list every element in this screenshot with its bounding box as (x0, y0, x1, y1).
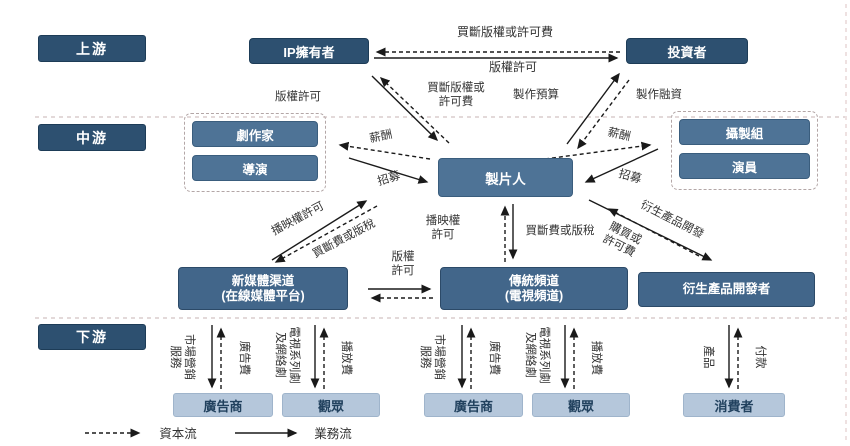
label-salary-right: 薪酬 (606, 126, 632, 144)
tier-midstream: 中游 (38, 124, 146, 151)
label-broadcast-license-diag: 播映權許可 (269, 200, 327, 238)
group-writers-directors (184, 113, 326, 192)
label-product: 產品 (702, 345, 714, 369)
label-payment: 付款 (754, 345, 766, 369)
arrow-salary-to-writers (338, 141, 431, 160)
node-new-media-channel: 新媒體渠道 (在線媒體平台) (178, 267, 348, 310)
label-production-budget: 製作預算 (513, 89, 559, 101)
label-salary-left: 薪酬 (368, 128, 394, 146)
node-audience-1: 觀眾 (282, 393, 380, 417)
node-advertiser-2: 廣告商 (424, 393, 523, 417)
node-director: 導演 (192, 155, 318, 181)
label-broadcast-license-mid: 播映權許可 (425, 215, 461, 241)
node-consumer: 消費者 (683, 393, 785, 417)
label-buyout-fee-top: 買斷版權或許可費 (456, 25, 553, 39)
tier-upstream: 上游 (38, 35, 146, 62)
node-derivative-developer: 衍生產品開發者 (638, 272, 815, 307)
label-purchase-fee: 購買或許可費 (600, 220, 644, 260)
label-buyout-fee-diag: 買斷版權或許可費 (427, 82, 485, 108)
tier-downstream: 下游 (38, 324, 146, 350)
label-buyout-royalty-mid: 買斷費或版稅 (525, 225, 595, 237)
node-actors: 演員 (679, 153, 810, 179)
label-playback-fee-1: 播放費 (340, 340, 352, 376)
legend-business-flow-label: 業務流 (314, 427, 352, 441)
label-marketing-services-2: 市場營銷服務 (419, 334, 445, 380)
label-copyright-license-bottom: 版權許可 (391, 251, 415, 277)
label-tv-web-series-1: 電視系列劇及網絡劇 (274, 326, 300, 384)
label-buyout-royalty-diag: 買斷費或版稅 (310, 217, 378, 261)
node-production-team: 攝製組 (679, 119, 810, 145)
label-tv-web-series-2: 電視系列劇及網絡劇 (524, 326, 550, 384)
label-copyright-license-top: 版權許可 (488, 60, 537, 74)
node-playwright: 劇作家 (192, 121, 318, 147)
legend-capital-flow-label: 資本流 (159, 427, 197, 441)
group-team-actors (671, 111, 818, 190)
label-playback-fee-2: 播放費 (590, 340, 602, 376)
node-investor: 投資者 (626, 38, 748, 64)
node-producer: 製片人 (438, 158, 573, 197)
label-production-financing: 製作融資 (636, 89, 682, 101)
label-advertising-fee-2: 廣告費 (488, 340, 500, 376)
label-recruitment-right: 招募 (617, 168, 643, 186)
label-advertising-fee-1: 廣告費 (238, 340, 250, 376)
node-advertiser-1: 廣告商 (173, 393, 273, 417)
node-audience-2: 觀眾 (532, 393, 630, 417)
node-ip-owner: IP擁有者 (249, 38, 369, 64)
label-marketing-services-1: 市場營銷服務 (169, 334, 195, 380)
node-traditional-channel: 傳統頻道 (電視頻道) (440, 267, 628, 310)
label-copyright-license-diag: 版權許可 (275, 91, 321, 103)
arrow-salary-to-team (544, 141, 652, 160)
label-recruitment-left: 招募 (376, 169, 402, 189)
